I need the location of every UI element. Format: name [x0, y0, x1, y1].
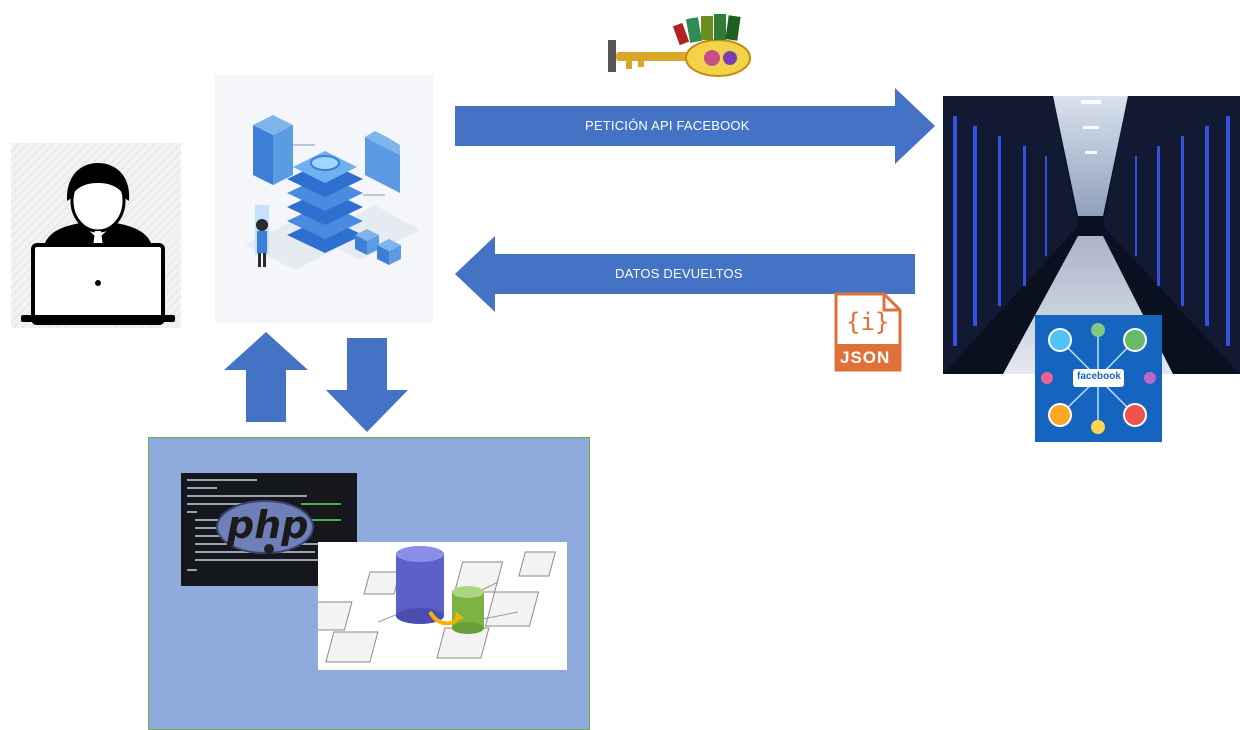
- arrow-down: [326, 338, 408, 432]
- keys-icon: [606, 10, 756, 80]
- json-label: JSON: [840, 348, 891, 367]
- request-arrow-label: PETICIÓN API FACEBOOK: [585, 118, 750, 133]
- response-arrow-label: DATOS DEVUELTOS: [615, 266, 743, 281]
- facebook-network-image: facebook: [1035, 315, 1162, 442]
- json-file-icon: {i} JSON: [832, 292, 904, 372]
- database-schema-image: [318, 542, 567, 670]
- php-logo-label: php: [227, 503, 309, 547]
- isometric-server-icon: [215, 75, 433, 323]
- user-laptop-icon: [11, 143, 181, 328]
- facebook-badge-label: facebook: [1077, 371, 1121, 382]
- response-arrow: DATOS DEVUELTOS: [455, 236, 915, 312]
- json-braces: {i}: [846, 308, 890, 336]
- arrow-up: [224, 332, 308, 422]
- request-arrow: PETICIÓN API FACEBOOK: [455, 88, 935, 164]
